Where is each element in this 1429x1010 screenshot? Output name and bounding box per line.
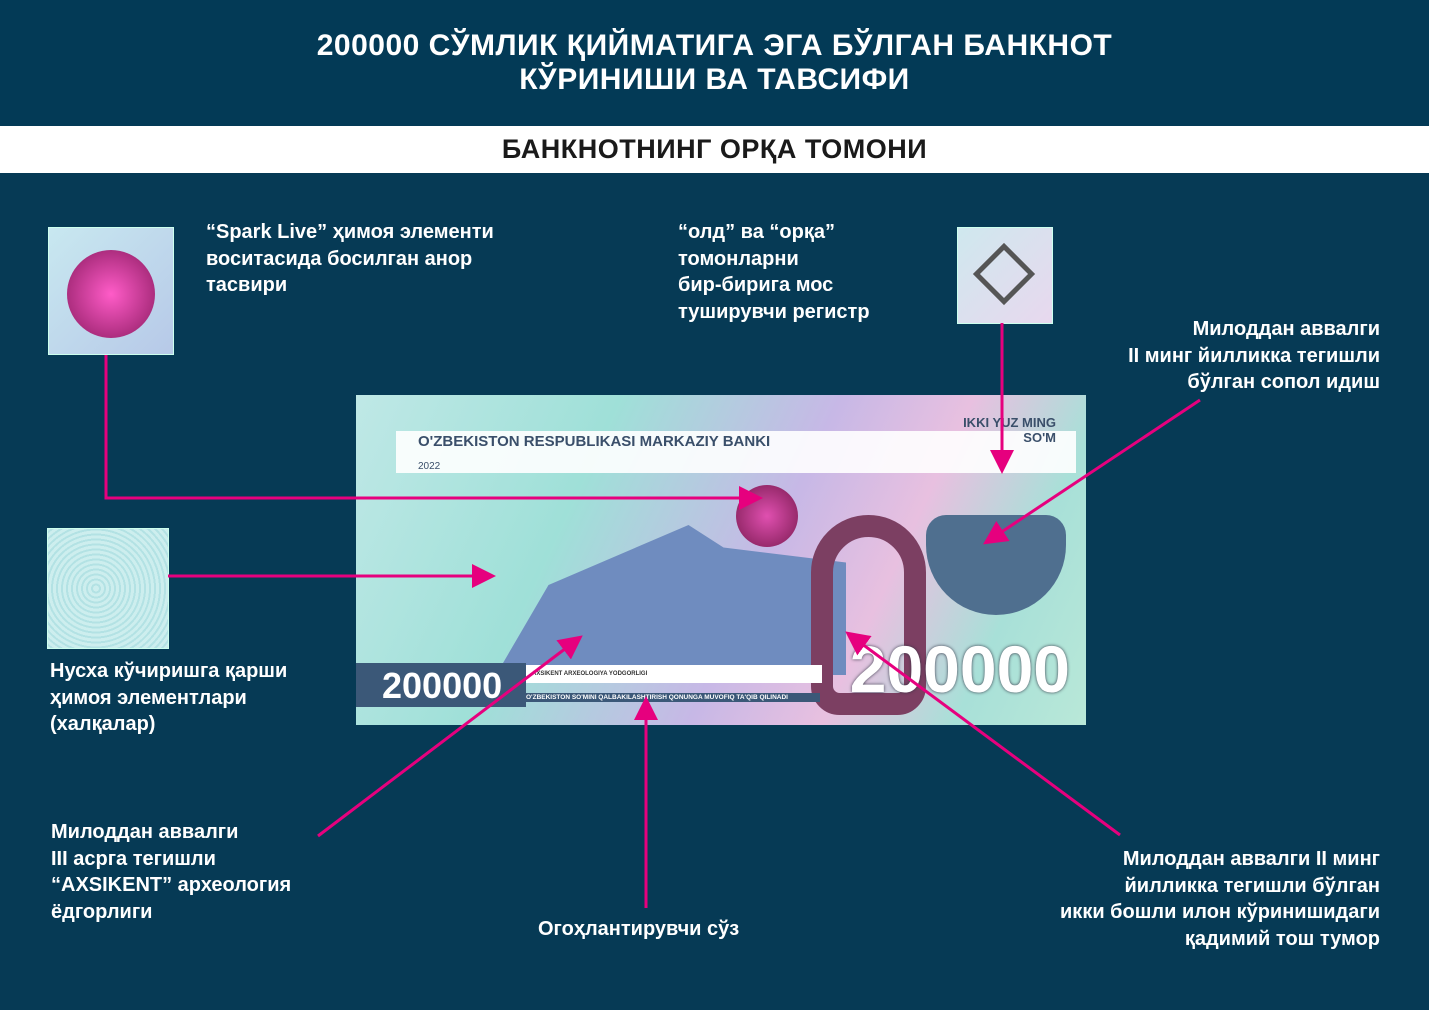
label-spark-live: “Spark Live” ҳимоя элементи воситасида б… (206, 221, 494, 296)
arrow-axsikent (317, 635, 583, 838)
arrow-spark-live (104, 355, 763, 510)
label-axsikent: Милоддан аввалги III асрга тегишли “AXSI… (51, 821, 292, 923)
arrow-vessel (983, 398, 1201, 545)
site-caption: AXSIKENT ARXEOLOGIYA YODGORLIGI (526, 665, 822, 683)
denomination-words: IKKI YUZ MING SO'M (963, 415, 1056, 445)
guilloche-rings-thumbnail (47, 528, 169, 649)
label-anti-copy-rings: Нусха кўчиришга қарши ҳимоя элементлари … (50, 660, 288, 735)
title-line-2: КЎРИНИШИ ВА ТАВСИФИ (519, 63, 910, 96)
stone-amulet-illustration (811, 515, 926, 715)
register-thumbnail (957, 227, 1053, 324)
arrow-amulet (845, 631, 1121, 837)
bank-name-band (396, 431, 1076, 473)
label-clay-vessel: Милоддан аввалги II минг йилликка тегишл… (1128, 318, 1380, 393)
small-denomination: 200000 (382, 665, 503, 706)
large-denomination: 200000 (849, 632, 1070, 706)
label-stone-amulet: Милоддан аввалги II минг йилликка тегишл… (1060, 848, 1380, 950)
year: 2022 (418, 461, 441, 472)
page-title: 200000 СЎМЛИК ҚИЙМАТИГА ЭГА БЎЛГАН БАНКН… (0, 0, 1429, 126)
title-line-1: 200000 СЎМЛИК ҚИЙМАТИГА ЭГА БЎЛГАН БАНКН… (316, 29, 1113, 62)
pomegranate-thumbnail (48, 227, 174, 355)
label-warning-text: Огоҳлантирувчи сўз (538, 918, 740, 940)
label-register: “олд” ва “орқа” томонларни бир-бирига мо… (678, 221, 870, 323)
section-subtitle: БАНКНОТНИНГ ОРҚА ТОМОНИ (0, 126, 1429, 173)
bank-name: O'ZBEKISTON RESPUBLIKASI MARKAZIY BANKI (418, 433, 771, 450)
banknote-image: O'ZBEKISTON RESPUBLIKASI MARKAZIY BANKI … (356, 395, 1086, 725)
